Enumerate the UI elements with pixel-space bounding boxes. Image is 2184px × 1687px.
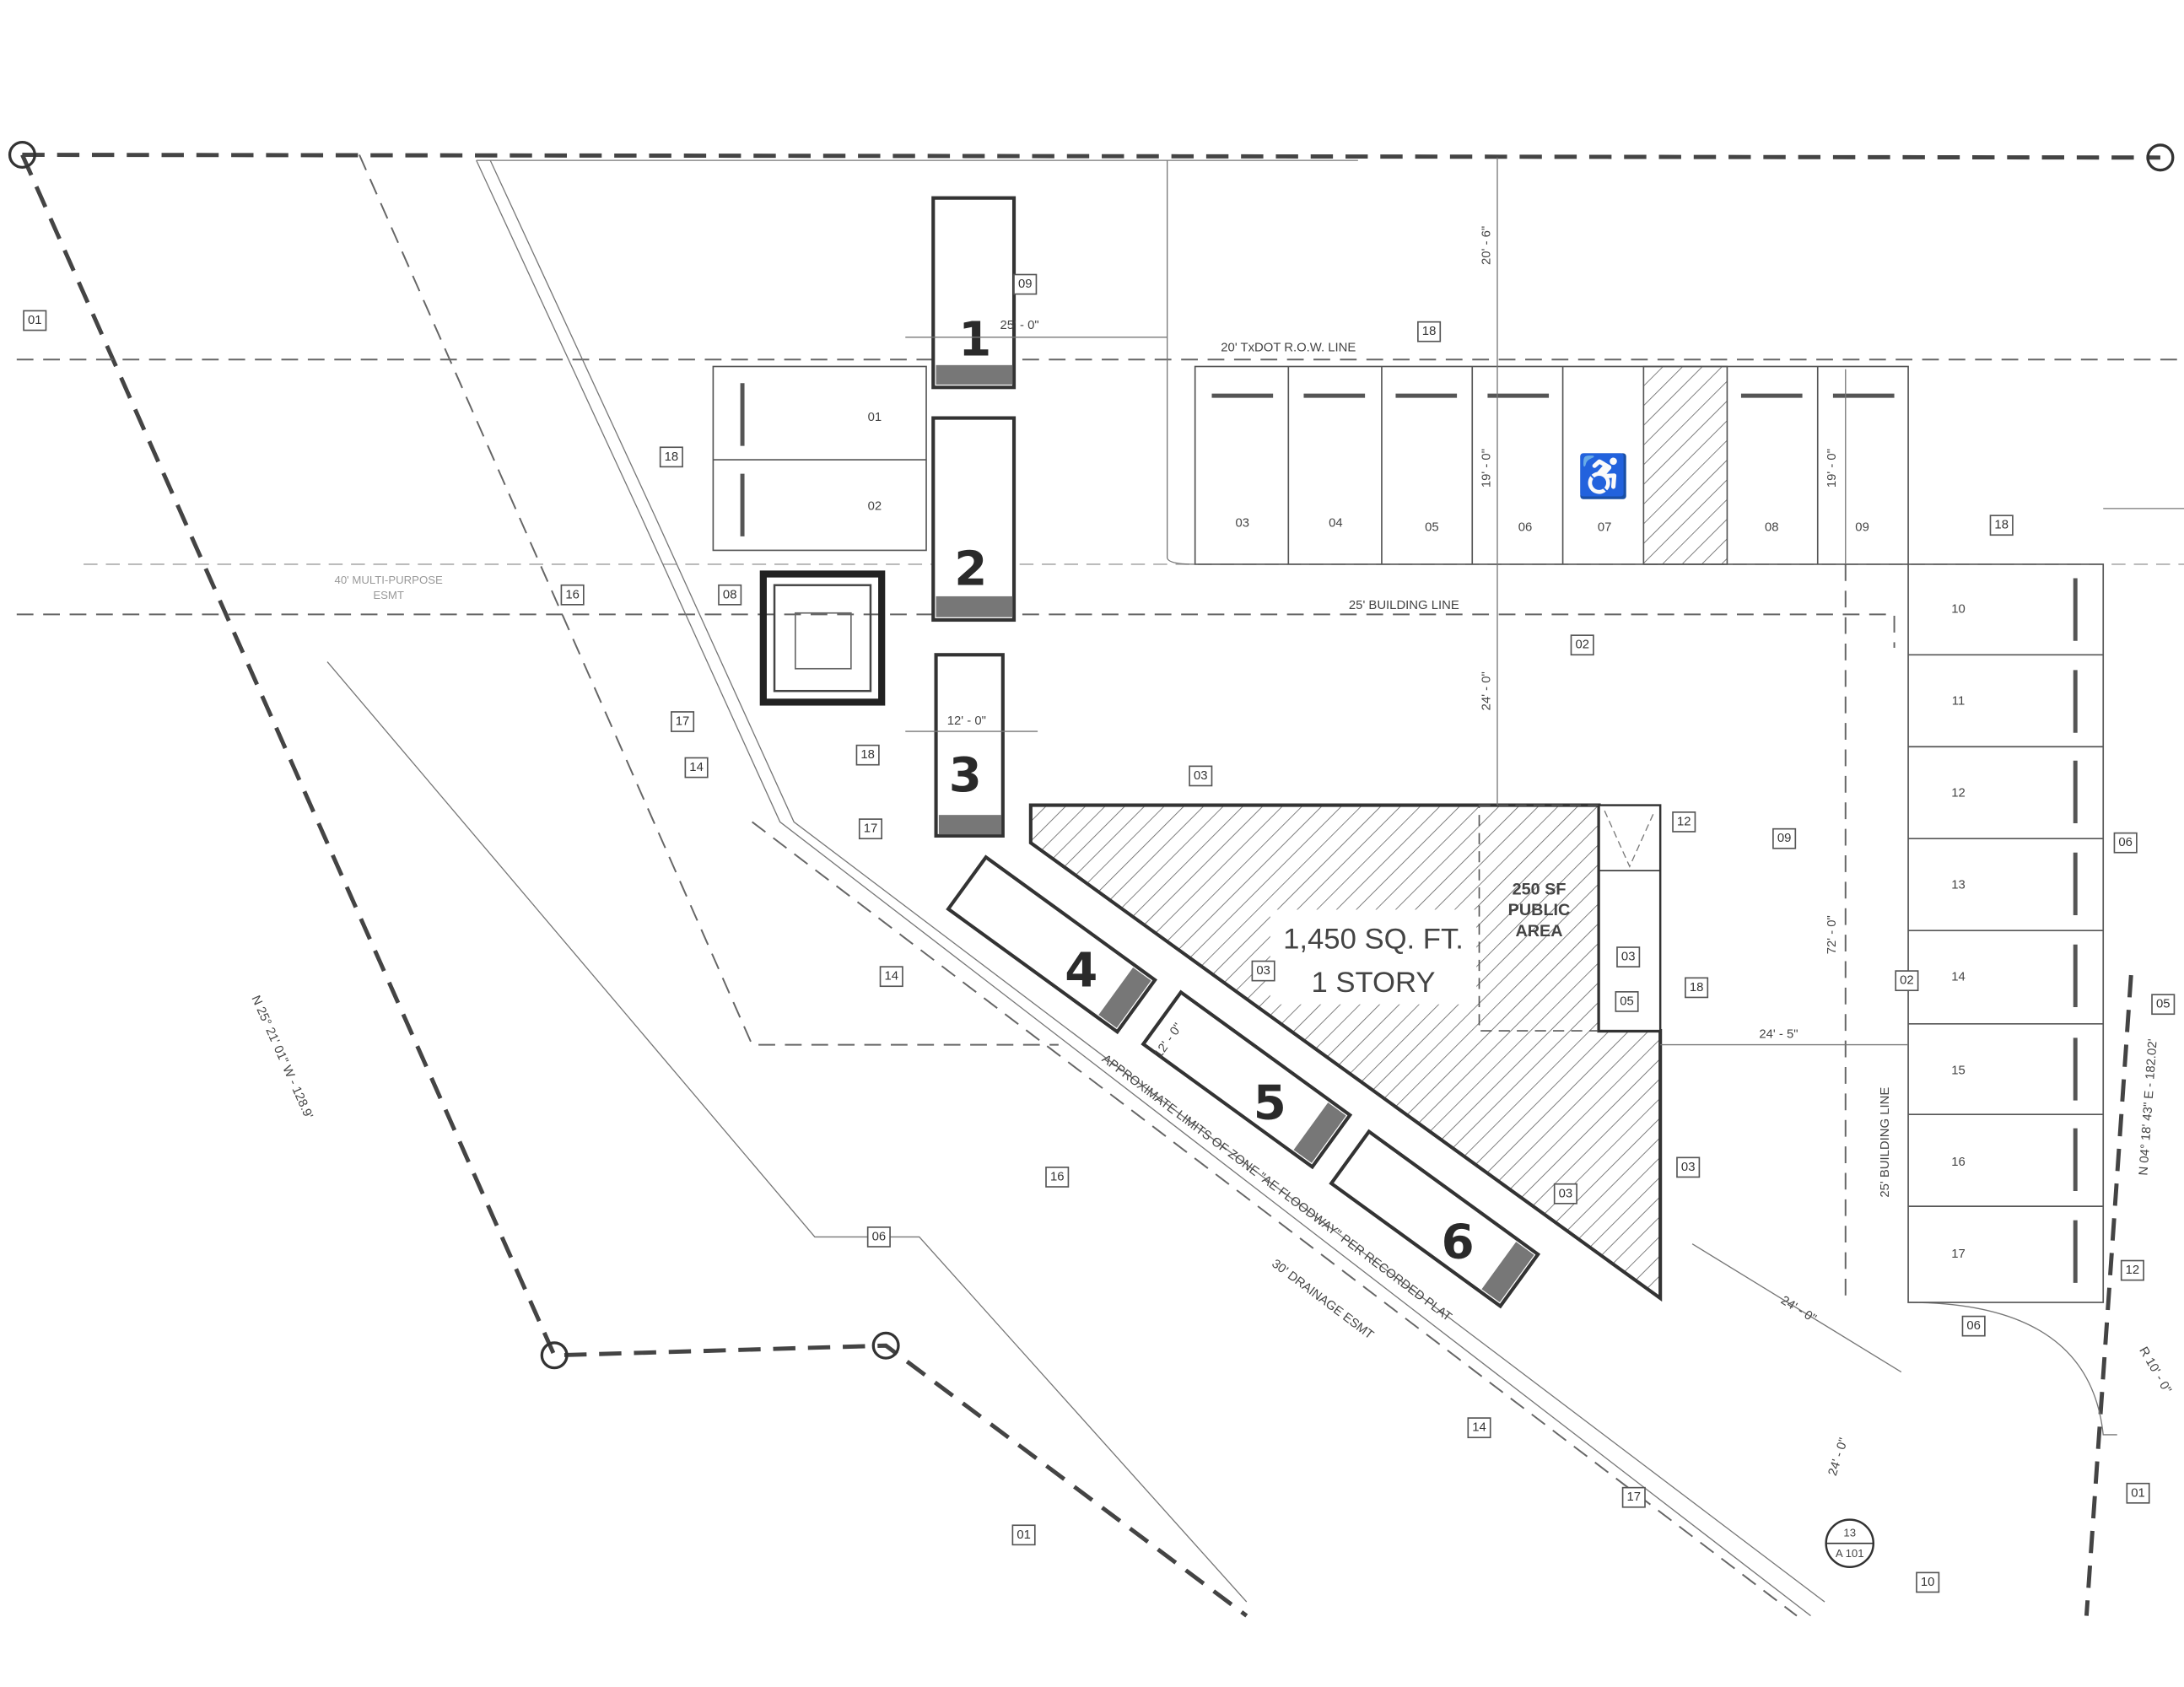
public-area-label: 250 SF bbox=[1513, 880, 1567, 898]
dimension-label: 72' - 0" bbox=[1825, 915, 1839, 954]
accessible-icon: ♿ bbox=[1577, 452, 1630, 499]
dimension-label: 24' - 5" bbox=[1759, 1027, 1798, 1041]
keynote-tag: 01 bbox=[28, 314, 42, 327]
public-area-label: PUBLIC bbox=[1508, 901, 1571, 919]
dimension-label: 24' - 0" bbox=[1778, 1294, 1819, 1326]
stall-number: 16 bbox=[1951, 1156, 1966, 1169]
building-line-label: 25' BUILDING LINE bbox=[1349, 599, 1459, 612]
building-story: 1 STORY bbox=[1312, 967, 1436, 999]
stall-number: 06 bbox=[1518, 520, 1533, 534]
public-area-label: AREA bbox=[1515, 922, 1562, 941]
building-area: 1,450 SQ. FT. bbox=[1283, 924, 1464, 956]
keynote-tag: 18 bbox=[1994, 519, 2009, 532]
esmt-label: 40' MULTI-PURPOSE bbox=[335, 574, 444, 586]
esmt-label: ESMT bbox=[373, 589, 404, 601]
keynote-tag: 01 bbox=[2131, 1486, 2145, 1500]
keynote-tag: 08 bbox=[723, 588, 737, 601]
keynote-tag: 05 bbox=[1620, 994, 1634, 1008]
dimension-label: 19' - 0" bbox=[1825, 449, 1839, 488]
keynote-tag: 06 bbox=[2118, 836, 2133, 849]
keynote-tag: 12 bbox=[2126, 1264, 2140, 1277]
keynote-tag: 17 bbox=[1627, 1490, 1642, 1504]
drainage-label: 30' DRAINAGE ESMT bbox=[1269, 1257, 1376, 1342]
stall-number: 04 bbox=[1329, 516, 1343, 530]
stall-number: 17 bbox=[1951, 1248, 1966, 1261]
keynote-tag: 06 bbox=[872, 1230, 887, 1243]
bearing-west: N 25° 21' 01" W - 128.9' bbox=[248, 994, 315, 1121]
dimension-label: 19' - 0" bbox=[1480, 449, 1494, 488]
parking-west: 01 02 bbox=[712, 365, 927, 552]
keynote-tag: 05 bbox=[2156, 998, 2171, 1011]
keynote-tag: 01 bbox=[1017, 1528, 1031, 1542]
keynote-tag: 16 bbox=[1050, 1170, 1065, 1183]
keynote-tag: 03 bbox=[1256, 964, 1270, 978]
keynote-tag: 18 bbox=[860, 748, 875, 762]
unit-number: 5 bbox=[1254, 1075, 1286, 1130]
parking-north: ♿ 03 04 05 06 07 08 09 bbox=[1194, 365, 1909, 565]
property-lines bbox=[8, 140, 2175, 1618]
keynote-tag: 02 bbox=[1575, 639, 1589, 652]
keynote-tag: 18 bbox=[665, 450, 679, 464]
unit-number: 3 bbox=[949, 748, 982, 803]
keynote-tag: 03 bbox=[1194, 769, 1208, 783]
keynote-tag: 10 bbox=[1921, 1576, 1935, 1589]
dimension-label: 12' - 0" bbox=[947, 714, 986, 728]
stall-number: 09 bbox=[1855, 520, 1869, 534]
stall-number: 01 bbox=[868, 411, 882, 424]
dimension-label: 24' - 0" bbox=[1826, 1436, 1851, 1478]
stall-number: 08 bbox=[1765, 520, 1779, 534]
keynote-tag: 02 bbox=[1900, 974, 1914, 988]
stall-number: 15 bbox=[1951, 1064, 1966, 1077]
bearing-east: N 04° 18' 43" E - 182.02' bbox=[2137, 1038, 2160, 1176]
unit-number: 6 bbox=[1442, 1215, 1475, 1269]
stall-number: 14 bbox=[1951, 971, 1966, 984]
sketch-units: 1 2 3 4 5 6 bbox=[931, 196, 1541, 1309]
section-marker: 13 A 101 bbox=[1825, 1518, 1875, 1569]
keynote-tag: 18 bbox=[1690, 981, 1704, 994]
row-line-label: 20' TxDOT R.O.W. LINE bbox=[1221, 341, 1356, 354]
stall-number: 05 bbox=[1425, 520, 1439, 534]
keynote-tag: 12 bbox=[1677, 815, 1691, 828]
section-sheet: A 101 bbox=[1836, 1547, 1864, 1560]
keynote-tag: 16 bbox=[565, 588, 580, 601]
keynote-tag: 03 bbox=[1559, 1187, 1573, 1200]
dumpster-enclosure bbox=[759, 570, 886, 706]
unit-number: 1 bbox=[958, 312, 991, 367]
dimension-label: 24' - 0" bbox=[1480, 671, 1494, 710]
keynote-tag: 17 bbox=[676, 715, 690, 729]
keynote-tag: 03 bbox=[1681, 1161, 1696, 1174]
keynote-tag: 14 bbox=[884, 970, 898, 984]
keynote-tag: 14 bbox=[1472, 1421, 1486, 1435]
stall-number: 11 bbox=[1952, 695, 1965, 709]
keynote-tags: 01 18 16 08 17 14 18 17 14 03 03 03 05 1… bbox=[23, 273, 2176, 1593]
dimension-label: 25' - 0" bbox=[1000, 319, 1039, 332]
building-footprint: 250 SF PUBLIC AREA 1,450 SQ. FT. 1 STORY bbox=[1028, 803, 1663, 1302]
unit-number: 4 bbox=[1065, 944, 1097, 999]
keynote-tag: 03 bbox=[1621, 951, 1636, 964]
unit-number: 2 bbox=[954, 542, 987, 597]
keynote-tag: 17 bbox=[864, 822, 878, 836]
stall-number: 03 bbox=[1236, 516, 1250, 530]
section-number: 13 bbox=[1843, 1526, 1856, 1539]
keynote-tag: 09 bbox=[1777, 832, 1792, 845]
stall-number: 13 bbox=[1951, 879, 1966, 892]
keynote-tag: 18 bbox=[1422, 325, 1437, 338]
building-line-vertical-label: 25' BUILDING LINE bbox=[1879, 1087, 1892, 1198]
parking-east: 10 11 12 13 14 15 16 17 bbox=[1907, 563, 2105, 1303]
stall-number: 07 bbox=[1598, 520, 1612, 534]
keynote-tag: 09 bbox=[1018, 278, 1033, 291]
keynote-tag: 14 bbox=[689, 761, 704, 774]
keynote-tag: 06 bbox=[1966, 1319, 1981, 1333]
dimension-label: 20' - 6" bbox=[1480, 226, 1494, 265]
stall-number: 12 bbox=[1951, 787, 1966, 800]
stall-number: 02 bbox=[868, 500, 882, 514]
setback-line bbox=[359, 154, 1059, 1046]
radius-label: R 10' - 0" bbox=[2136, 1345, 2173, 1396]
stall-number: 10 bbox=[1951, 603, 1966, 617]
